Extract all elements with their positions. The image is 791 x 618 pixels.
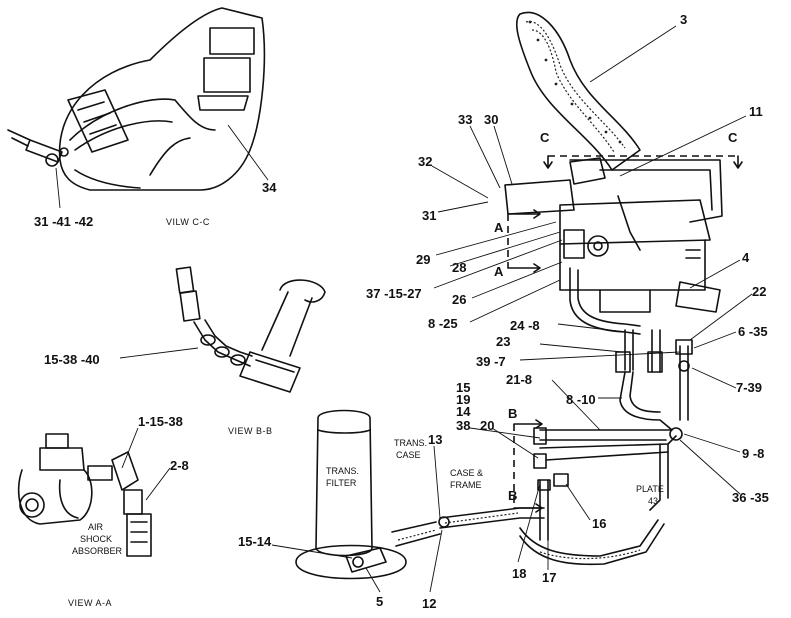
text-trans-case-1: TRANS. [394, 438, 427, 448]
section-marker-b-top: B [508, 406, 517, 421]
label-34: 34 [262, 180, 277, 195]
view-aa-drawing [17, 433, 152, 557]
text-plate-1: PLATE [636, 484, 664, 494]
label-8-25: 8 -25 [428, 316, 458, 331]
label-24-8: 24 -8 [510, 318, 540, 333]
label-33: 33 [458, 112, 472, 127]
label-39-7: 39 -7 [476, 354, 506, 369]
label-31-41-42: 31 -41 -42 [34, 214, 93, 229]
trans-filter-drawing [295, 409, 441, 580]
section-marker-c-left: C [540, 130, 550, 145]
label-31: 31 [422, 208, 436, 223]
view-cc-drawing [7, 7, 266, 191]
label-38: 38 [456, 418, 470, 433]
text-case-frame-1: CASE & [450, 468, 483, 478]
label-19: 19 [456, 392, 470, 407]
text-plate-2: 43 [648, 496, 658, 506]
label-11: 11 [749, 104, 763, 119]
label-21-8: 21-8 [506, 372, 532, 387]
label-12: 12 [422, 596, 436, 611]
seat-base-drawing [504, 157, 723, 313]
text-air-2: SHOCK [80, 534, 112, 544]
label-32: 32 [418, 154, 432, 169]
leader-lines [271, 25, 753, 593]
text-air-1: AIR [88, 522, 104, 532]
label-1-15-38: 1-15-38 [138, 414, 183, 429]
label-6-35: 6 -35 [738, 324, 768, 339]
text-trans-case-2: CASE [396, 450, 421, 460]
label-17: 17 [542, 570, 556, 585]
label-7-39: 7-39 [736, 380, 762, 395]
text-trans-filter-1: TRANS. [326, 466, 359, 476]
label-5: 5 [376, 594, 383, 609]
section-marker-a-bottom: A [494, 264, 504, 279]
text-case-frame-2: FRAME [450, 480, 482, 490]
caption-view-aa: VIEW A-A [68, 598, 112, 608]
label-26: 26 [452, 292, 466, 307]
label-13: 13 [428, 432, 442, 447]
fittings-drawing [438, 339, 693, 528]
section-marker-a-top: A [494, 220, 504, 235]
label-29: 29 [416, 252, 430, 267]
label-15: 15 [456, 380, 470, 395]
text-air-3: ABSORBER [72, 546, 123, 556]
label-3: 3 [680, 12, 687, 27]
label-22: 22 [752, 284, 766, 299]
section-marker-c-right: C [728, 130, 738, 145]
label-15-14: 15-14 [238, 534, 272, 549]
view-bb-drawing [175, 266, 326, 393]
label-18: 18 [512, 566, 526, 581]
text-trans-filter-2: FILTER [326, 478, 357, 488]
label-20: 20 [480, 418, 494, 433]
label-30: 30 [484, 112, 498, 127]
label-9-8: 9 -8 [742, 446, 764, 461]
label-16: 16 [592, 516, 606, 531]
caption-view-bb: VIEW B-B [228, 426, 273, 436]
label-14: 14 [456, 404, 471, 419]
label-37-15-27: 37 -15-27 [366, 286, 422, 301]
label-4: 4 [742, 250, 750, 265]
section-marker-b-bottom: B [508, 488, 517, 503]
label-28: 28 [452, 260, 466, 275]
hose-lines-drawing [439, 267, 689, 566]
label-23: 23 [496, 334, 510, 349]
label-2-8: 2-8 [170, 458, 189, 473]
seat-drawing [515, 11, 641, 171]
label-15-38-40: 15-38 -40 [44, 352, 100, 367]
label-8-10: 8 -10 [566, 392, 596, 407]
label-36-35: 36 -35 [732, 490, 769, 505]
caption-view-cc: VILW C-C [166, 217, 210, 227]
